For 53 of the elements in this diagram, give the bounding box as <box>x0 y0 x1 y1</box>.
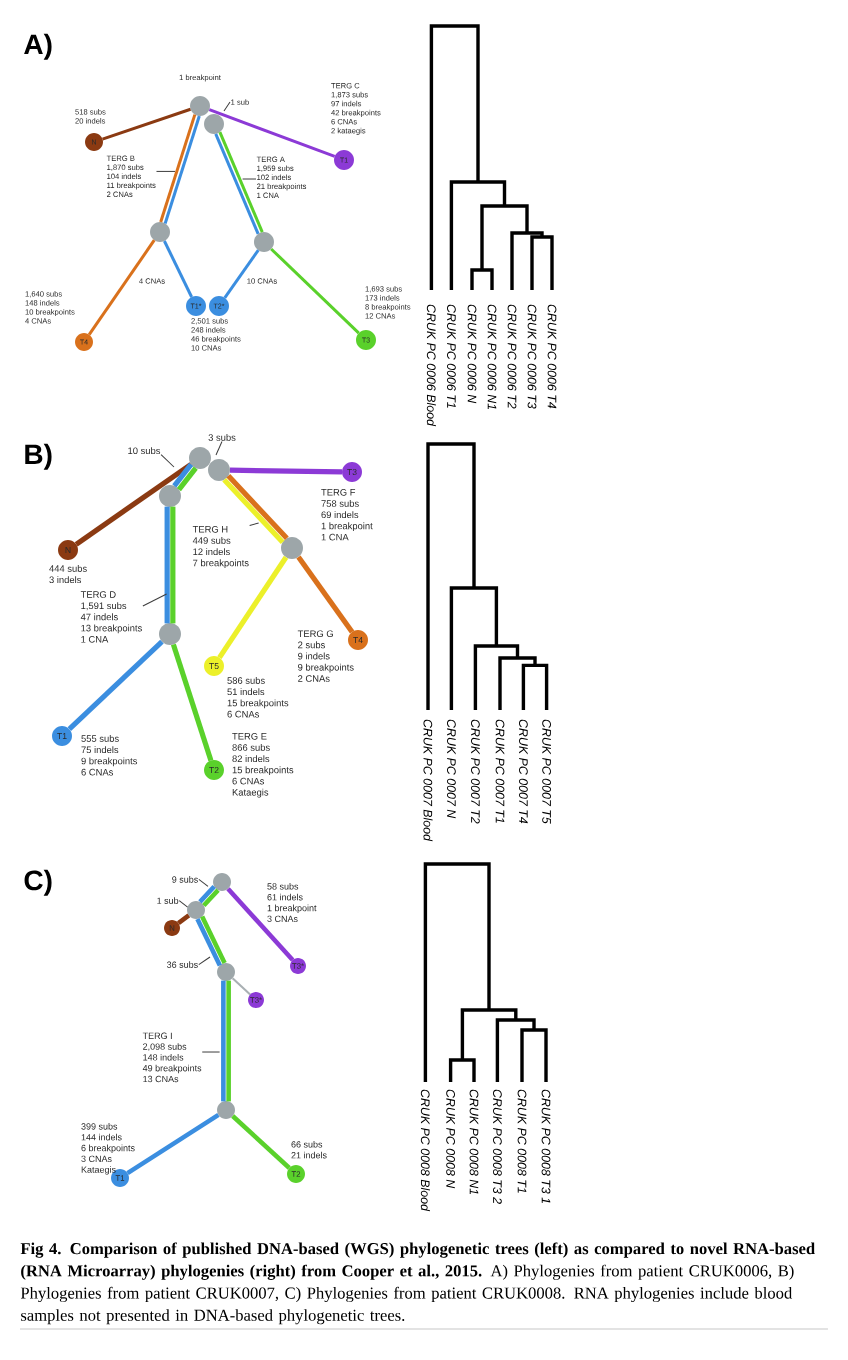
branch-point <box>150 222 170 242</box>
tree-branch <box>74 462 193 547</box>
leader-line <box>215 440 223 456</box>
panel-letter: C) <box>24 869 52 896</box>
tree-branch <box>202 888 220 908</box>
branch-point <box>159 623 181 645</box>
tree-branch <box>198 884 216 904</box>
tree-branch <box>126 1112 220 1176</box>
tree-branch <box>164 506 170 624</box>
panel-letter: B) <box>25 443 52 470</box>
tree-branch <box>200 915 227 965</box>
branch-point <box>159 485 181 507</box>
leader-line <box>160 454 175 468</box>
tree-branch <box>223 249 260 299</box>
tree-branch <box>67 639 164 732</box>
figure-caption: Fig 4. Comparison of published DNA-based (WGS) phylogenetic trees (left) as compared to novel RNA-based (RNA Microarray) phylogenies (right) from Cooper et al., 2015. A) Phylogenies from patient CRUK0006, B) Phylogenies from patient CRUK0007, C) Phylogenies from patient CRUK0008. RNA phylogenies include blood samples not presented in DNA-based phylogenetic trees. <box>20 1242 815 1325</box>
tree-branch <box>229 467 343 475</box>
tree-branch <box>163 240 193 298</box>
leader-line <box>242 178 257 180</box>
leader-line <box>198 956 211 966</box>
branch-point <box>208 459 230 481</box>
tree-branch <box>177 913 191 926</box>
branch-point <box>217 1101 235 1119</box>
tree-branch <box>87 239 156 336</box>
leader-line <box>201 1051 221 1053</box>
leader-line <box>223 101 231 112</box>
tree-branch <box>217 555 289 660</box>
leader-line <box>249 522 260 526</box>
leader-line <box>178 900 189 908</box>
tree-branch <box>195 917 222 967</box>
tree-branch <box>270 247 360 335</box>
tree-branch <box>296 555 355 634</box>
tree-branch <box>208 108 336 158</box>
tree-branch <box>226 887 295 962</box>
leader-line <box>198 878 209 887</box>
branch-point <box>189 447 211 469</box>
tree-branch <box>231 1114 291 1170</box>
branch-point <box>187 901 205 919</box>
leader-line <box>156 170 176 172</box>
branch-point <box>217 963 235 981</box>
branch-point <box>213 873 231 891</box>
branch-point <box>204 114 224 134</box>
branch-point <box>254 232 274 252</box>
tree-branch <box>226 980 231 1102</box>
branch-point <box>190 96 210 116</box>
panel-letter: A) <box>24 33 52 60</box>
leader-line <box>142 593 168 607</box>
branch-point <box>281 537 303 559</box>
tree-branch <box>170 643 214 762</box>
tree-branch <box>170 506 176 624</box>
tree-branch <box>231 977 251 996</box>
tree-branch <box>102 107 192 141</box>
tree-branch <box>221 980 226 1102</box>
